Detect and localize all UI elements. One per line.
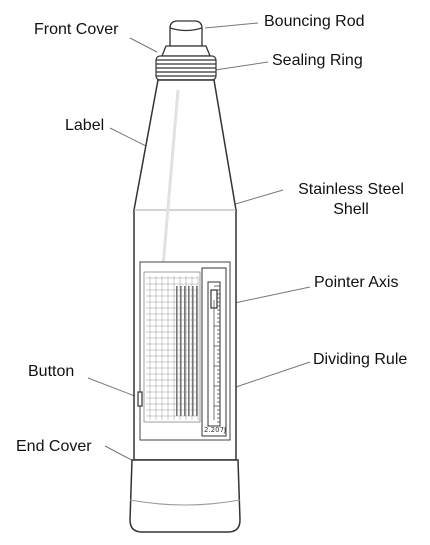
leader-pointer-axis <box>224 286 311 306</box>
text-column <box>184 286 186 416</box>
bouncing-rod <box>169 20 203 47</box>
pointer-axis <box>210 289 218 420</box>
leader-sealing-ring <box>214 61 269 71</box>
label-stainless-steel-shell-line1: Stainless Steel <box>298 181 404 198</box>
model-text: 2.207J <box>204 426 226 434</box>
text-column <box>196 286 198 416</box>
text-column <box>176 286 178 416</box>
label-label: Label <box>65 117 105 134</box>
label-stainless-steel-shell-line2: Shell <box>333 201 369 218</box>
label-end-cover: End Cover <box>16 438 92 455</box>
text-column <box>180 286 182 416</box>
leader-dividing-rule <box>226 361 311 391</box>
sealing-ring <box>155 55 217 81</box>
front-cover <box>161 45 211 57</box>
label-bouncing-rod: Bouncing Rod <box>264 13 365 30</box>
label-pointer-axis: Pointer Axis <box>314 274 399 291</box>
label-button: Button <box>28 363 75 380</box>
label-front-cover: Front Cover <box>34 21 119 38</box>
text-column <box>192 286 194 416</box>
leader-front-cover <box>129 37 158 53</box>
leader-bouncing-rod <box>204 22 259 29</box>
leader-stainless-steel-shell <box>231 189 284 206</box>
label-stainless-steel-shell: Stainless Steel Shell <box>286 180 416 220</box>
end-cover <box>129 459 241 533</box>
label-dividing-rule: Dividing Rule <box>313 351 408 368</box>
text-column <box>188 286 190 416</box>
button <box>137 391 143 407</box>
label-sealing-ring: Sealing Ring <box>272 52 363 69</box>
leader-button <box>87 377 141 399</box>
